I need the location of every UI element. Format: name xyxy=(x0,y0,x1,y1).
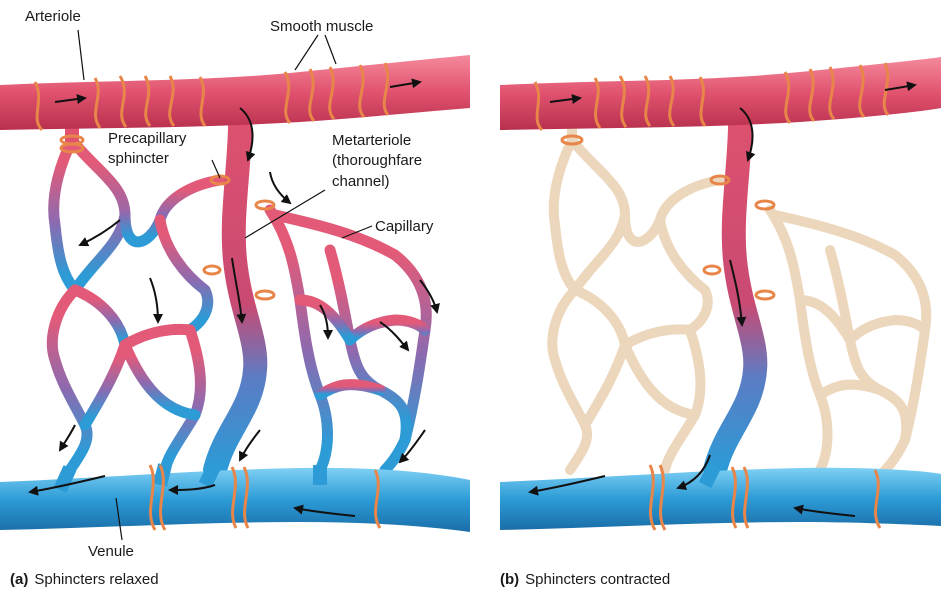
venule-b xyxy=(500,468,941,530)
caption-b-letter: (b) xyxy=(500,571,519,588)
label-metarteriole-line3: channel) xyxy=(332,173,390,190)
caption-b: (b) Sphincters contracted xyxy=(500,571,670,588)
label-smooth-muscle: Smooth muscle xyxy=(270,18,373,35)
panel-b xyxy=(500,57,941,530)
caption-a-letter: (a) xyxy=(10,571,28,588)
arteriole-a xyxy=(0,55,470,130)
label-metarteriole-line2: (thoroughfare xyxy=(332,152,422,169)
label-capillary: Capillary xyxy=(375,218,433,235)
caption-b-text: Sphincters contracted xyxy=(525,571,670,588)
label-precapillary-line1: Precapillary xyxy=(108,130,186,147)
venule-branches-b xyxy=(705,465,715,485)
caption-a: (a) Sphincters relaxed xyxy=(10,571,159,588)
label-precapillary-line2: sphincter xyxy=(108,150,169,167)
caption-a-text: Sphincters relaxed xyxy=(34,571,158,588)
label-arteriole: Arteriole xyxy=(25,8,81,25)
arteriole-b xyxy=(500,57,941,130)
label-venule: Venule xyxy=(88,543,134,560)
label-metarteriole-line1: Metarteriole xyxy=(332,132,411,149)
panel-a xyxy=(0,30,470,540)
